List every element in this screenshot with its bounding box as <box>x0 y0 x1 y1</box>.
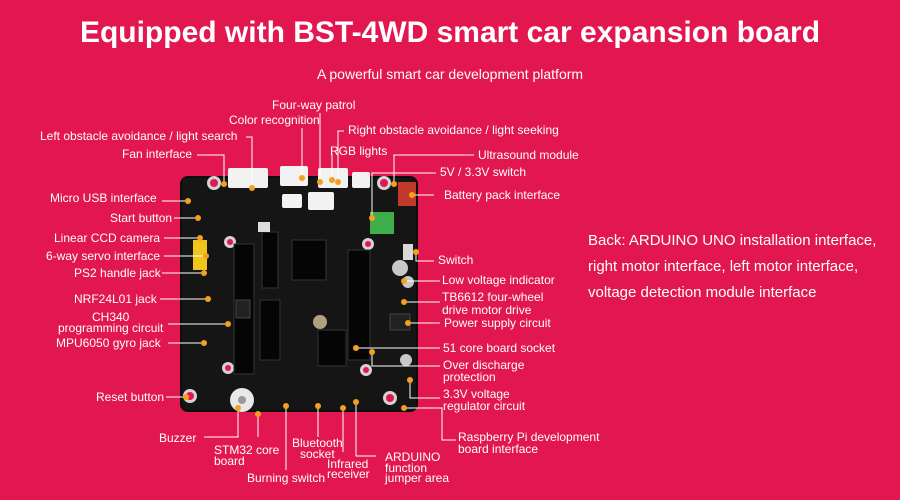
label-rgb-lights: RGB lights <box>330 144 388 158</box>
label-burning-switch: Burning switch <box>247 471 326 485</box>
label-buzzer: Buzzer <box>159 431 197 445</box>
page-subtitle: A powerful smart car development platfor… <box>316 66 584 82</box>
label-bluetooth-line1: Bluetooth <box>292 436 343 450</box>
label-raspberry-line1: Raspberry Pi development <box>458 430 600 444</box>
label-power-supply: Power supply circuit <box>444 316 551 330</box>
label-stm32-line1: STM32 core <box>214 443 280 457</box>
label-arduino-line3: jumper area <box>385 471 450 485</box>
label-51-core-board: 51 core board socket <box>443 341 556 355</box>
label-tb6612-line2: drive motor drive <box>442 303 532 317</box>
label-tb6612-line1: TB6612 four-wheel <box>442 290 544 304</box>
label-low-voltage: Low voltage indicator <box>442 273 555 287</box>
label-over-discharge-line1: Over discharge <box>443 358 525 372</box>
label-arduino-line1: ARDUINO <box>385 450 441 464</box>
expansion-board-image <box>182 178 416 410</box>
label-stm32-line2: board <box>214 454 245 468</box>
label-ch340-line2: programming circuit <box>58 321 164 335</box>
label-color-recognition: Color recognition <box>229 113 320 127</box>
label-linear-ccd: Linear CCD camera <box>54 231 161 245</box>
label-3v3-regulator-line2: regulator circuit <box>443 399 526 413</box>
label-over-discharge-line2: protection <box>443 370 496 384</box>
label-arduino-line2: function <box>385 461 428 475</box>
page-title: Equipped with BST-4WD smart car expansio… <box>79 16 821 49</box>
label-ps2-jack: PS2 handle jack <box>74 266 161 280</box>
label-bluetooth-line2: socket <box>300 447 335 461</box>
back-side-description: Back: ARDUINO UNO installation interface… <box>588 232 877 301</box>
label-5v-3v3-switch: 5V / 3.3V switch <box>440 165 527 179</box>
label-servo-interface: 6-way servo interface <box>46 249 161 263</box>
label-ch340-line1: CH340 <box>92 310 130 324</box>
label-reset-button: Reset button <box>96 390 165 404</box>
label-battery-pack: Battery pack interface <box>444 188 561 202</box>
label-four-way-patrol: Four-way patrol <box>272 98 356 112</box>
label-micro-usb: Micro USB interface <box>50 191 157 205</box>
label-infrared-line1: Infrared <box>327 457 369 471</box>
label-3v3-regulator-line1: 3.3V voltage <box>443 387 510 401</box>
label-raspberry-line2: board interface <box>458 442 539 456</box>
label-fan-interface: Fan interface <box>122 147 193 161</box>
label-nrf24l01: NRF24L01 jack <box>74 292 157 306</box>
label-ultrasound-module: Ultrasound module <box>478 148 579 162</box>
label-left-obstacle: Left obstacle avoidance / light search <box>40 129 238 143</box>
label-infrared-line2: receiver <box>327 467 370 481</box>
label-switch: Switch <box>438 253 474 267</box>
label-start-button: Start button <box>110 211 173 225</box>
label-mpu6050: MPU6050 gyro jack <box>56 336 161 350</box>
label-right-obstacle: Right obstacle avoidance / light seeking <box>348 123 559 137</box>
